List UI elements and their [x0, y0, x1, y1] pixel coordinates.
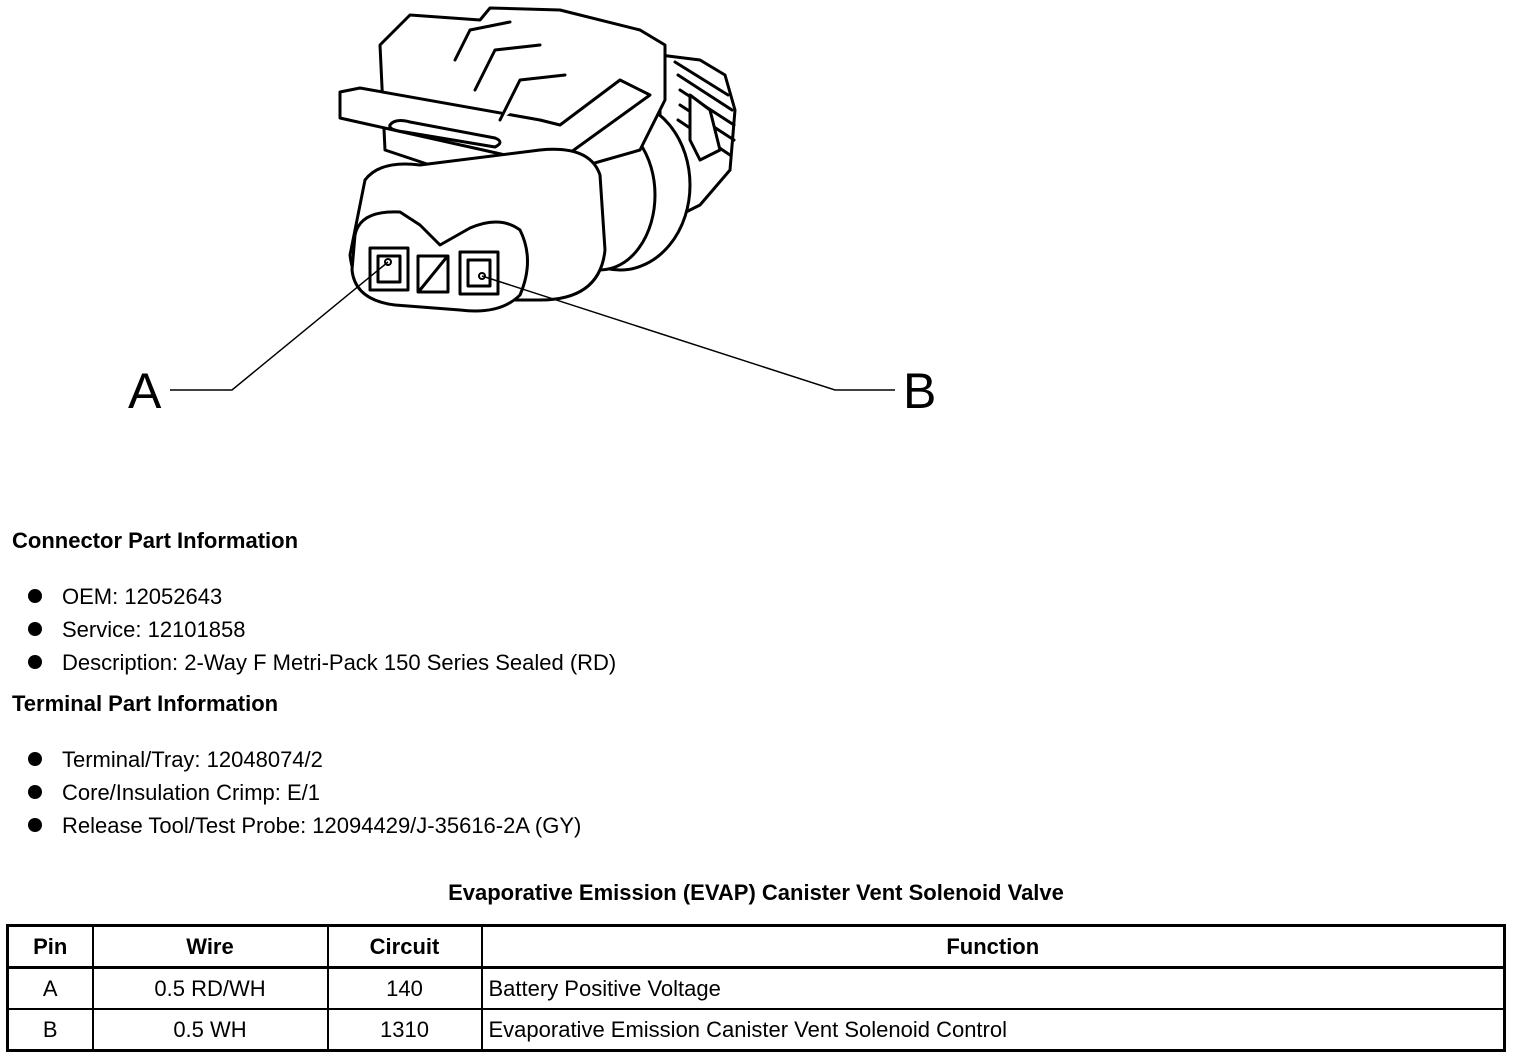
bullet-icon — [28, 589, 42, 603]
header-wire: Wire — [91, 924, 329, 969]
connector-oem: OEM: 12052643 — [62, 584, 223, 609]
connector-info-heading: Connector Part Information — [12, 528, 299, 553]
bullet-icon — [28, 622, 42, 636]
cell-pin: B — [6, 1008, 94, 1052]
terminal-info-list: Terminal/Tray: 12048074/2 Core/Insulatio… — [28, 743, 581, 842]
table-row: A 0.5 RD/WH 140 Battery Positive Voltage — [6, 966, 1506, 1010]
cell-wire: 0.5 RD/WH — [91, 966, 329, 1010]
list-item: OEM: 12052643 — [28, 580, 616, 613]
connector-description: Description: 2-Way F Metri-Pack 150 Seri… — [62, 650, 617, 675]
cell-circuit: 1310 — [326, 1008, 483, 1052]
connector-illustration: A B — [128, 6, 936, 419]
connector-info-list: OEM: 12052643 Service: 12101858 Descript… — [28, 580, 616, 679]
bullet-icon — [28, 655, 42, 669]
cell-pin: A — [6, 966, 94, 1010]
list-item: Terminal/Tray: 12048074/2 — [28, 743, 581, 776]
cell-circuit: 140 — [326, 966, 483, 1010]
table-title: Evaporative Emission (EVAP) Canister Ven… — [448, 880, 1064, 905]
cell-wire: 0.5 WH — [91, 1008, 329, 1052]
table-row: B 0.5 WH 1310 Evaporative Emission Canis… — [6, 1008, 1506, 1052]
terminal-crimp: Core/Insulation Crimp: E/1 — [62, 780, 320, 805]
pin-b-label: B — [903, 363, 936, 419]
list-item: Release Tool/Test Probe: 12094429/J-3561… — [28, 809, 581, 842]
pin-a-label: A — [128, 363, 162, 419]
bullet-icon — [28, 818, 42, 832]
header-function: Function — [480, 924, 1506, 969]
bullet-icon — [28, 752, 42, 766]
header-pin: Pin — [6, 924, 94, 969]
terminal-tray: Terminal/Tray: 12048074/2 — [62, 747, 323, 772]
terminal-release-tool: Release Tool/Test Probe: 12094429/J-3561… — [62, 813, 582, 838]
table-header-row: Pin Wire Circuit Function — [6, 924, 1506, 969]
pinout-table: Pin Wire Circuit Function A 0.5 RD/WH 14… — [6, 924, 1506, 1052]
header-circuit: Circuit — [326, 924, 483, 969]
list-item: Description: 2-Way F Metri-Pack 150 Seri… — [28, 646, 616, 679]
connector-service: Service: 12101858 — [62, 617, 246, 642]
terminal-info-heading: Terminal Part Information — [12, 691, 279, 716]
cell-function: Evaporative Emission Canister Vent Solen… — [480, 1008, 1506, 1052]
bullet-icon — [28, 785, 42, 799]
list-item: Service: 12101858 — [28, 613, 616, 646]
list-item: Core/Insulation Crimp: E/1 — [28, 776, 581, 809]
cell-function: Battery Positive Voltage — [480, 966, 1506, 1010]
